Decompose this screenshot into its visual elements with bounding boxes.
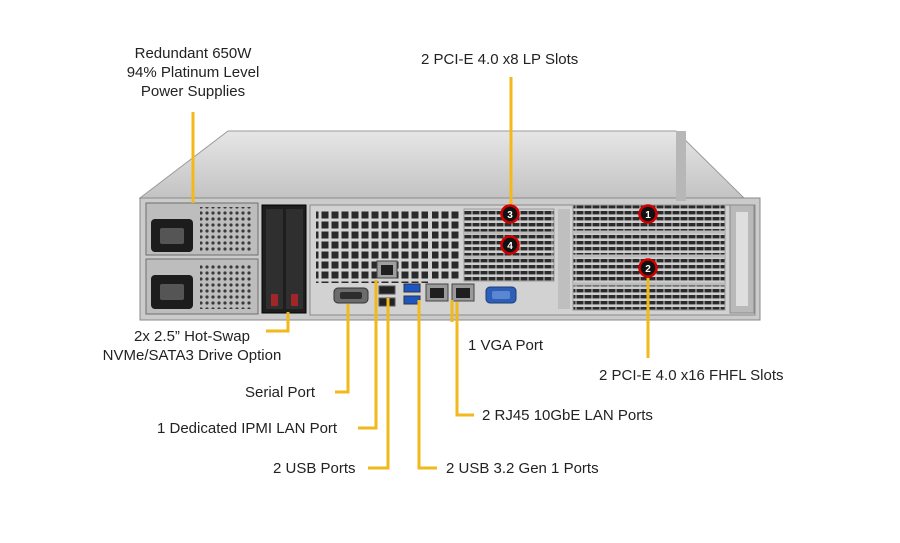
callout-rj45: 2 RJ45 10GbE LAN Ports bbox=[482, 407, 653, 424]
slot-badge-1: 1 bbox=[638, 204, 658, 224]
callout-usb32: 2 USB 3.2 Gen 1 Ports bbox=[446, 460, 599, 477]
slot-badge-3: 3 bbox=[500, 204, 520, 224]
rj45-jack-icon bbox=[425, 283, 475, 302]
fan-grille-icon bbox=[200, 207, 252, 251]
callout-vga: 1 VGA Port bbox=[468, 337, 544, 354]
callout-power-supplies-line1: Redundant 650W bbox=[134, 45, 252, 62]
serial-port-icon bbox=[333, 287, 369, 304]
callout-drive-option: 2x 2.5” Hot-Swap NVMe/SATA3 Drive Option bbox=[92, 327, 292, 365]
callout-drive-option-line2: NVMe/SATA3 Drive Option bbox=[102, 347, 282, 364]
slot-badge-label: 4 bbox=[507, 241, 513, 252]
slot-badge-2: 2 bbox=[638, 258, 658, 278]
leader-lines bbox=[191, 77, 650, 470]
power-supply-top bbox=[145, 202, 259, 256]
callout-power-supplies: Redundant 650W 94% Platinum Level Power … bbox=[103, 44, 283, 101]
power-supply-bottom bbox=[145, 258, 259, 315]
callout-serial: Serial Port bbox=[245, 384, 316, 401]
callout-pcie-lp: 2 PCI-E 4.0 x8 LP Slots bbox=[421, 51, 579, 68]
rj45-jack-icon bbox=[376, 260, 398, 279]
callout-power-supplies-line3: Power Supplies bbox=[140, 83, 246, 100]
slot-badge-label: 3 bbox=[507, 210, 513, 221]
callout-usb: 2 USB Ports bbox=[273, 460, 356, 477]
vga-connector-icon bbox=[485, 286, 517, 304]
fan-grille-icon bbox=[200, 263, 252, 309]
callout-ipmi: 1 Dedicated IPMI LAN Port bbox=[157, 420, 338, 437]
callout-pcie-fhfl: 2 PCI-E 4.0 x16 FHFL Slots bbox=[599, 367, 784, 384]
drive-bays bbox=[261, 204, 307, 314]
rear-io-panel bbox=[309, 204, 756, 316]
callout-drive-option-line1: 2x 2.5” Hot-Swap bbox=[134, 328, 250, 345]
slot-badge-4: 4 bbox=[500, 235, 520, 255]
callout-power-supplies-line2: 94% Platinum Level bbox=[126, 64, 260, 81]
slot-badge-label: 2 bbox=[645, 264, 651, 275]
slot-badge-label: 1 bbox=[645, 210, 651, 221]
